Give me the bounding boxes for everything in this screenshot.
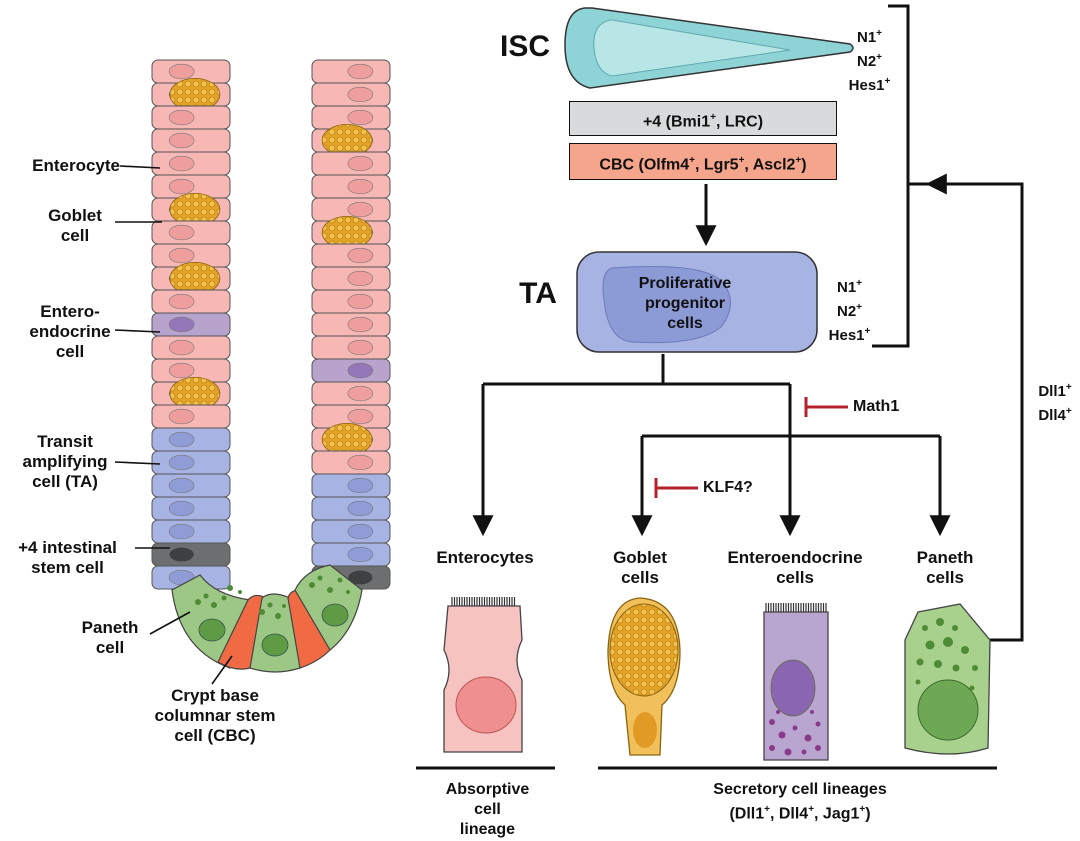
- cell-nucleus: [168, 523, 195, 540]
- cell-nucleus: [168, 362, 195, 379]
- cell-nucleus: [347, 178, 374, 195]
- enterocytes-label: Enterocytes: [436, 548, 534, 567]
- cell-nucleus: [347, 500, 374, 517]
- cell-nucleus: [168, 339, 195, 356]
- cell-nucleus: [168, 155, 195, 172]
- ta-markers: N1+ N2+ Hes1+: [828, 278, 871, 344]
- cell-nucleus: [347, 293, 374, 310]
- isc-markers: N1+ N2+ Hes1+: [848, 28, 891, 94]
- dll-feedback-arrow: [925, 173, 1024, 642]
- crypt-leader-lines: [114, 165, 233, 685]
- cell-nucleus: [168, 293, 195, 310]
- secretory-lineage-label: Secretory cell lineages (Dll1+, Dll4+, J…: [713, 781, 887, 823]
- cell-nucleus: [168, 454, 195, 471]
- enteroendocrine-cell-illustration: [763, 603, 829, 761]
- plus4-box: +4 (Bmi1+, LRC): [569, 101, 837, 136]
- cell-nucleus: [347, 385, 374, 402]
- cell-nucleus: [168, 247, 195, 264]
- ta-label: TA: [519, 277, 557, 310]
- crypt-base: [171, 564, 363, 673]
- cell-nucleus: [347, 86, 374, 103]
- cbc-box: CBC (Olfm4+, Lgr5+, Ascl2+): [569, 143, 837, 180]
- cell-nucleus: [168, 477, 195, 494]
- isc-ta-bracket: [872, 4, 910, 348]
- cell-nucleus: [168, 63, 195, 80]
- paneth-cell-illustration: [904, 603, 991, 755]
- cell-nucleus: [347, 155, 374, 172]
- cell-nucleus: [168, 500, 195, 517]
- cell-nucleus: [347, 63, 374, 80]
- cell-nucleus: [347, 523, 374, 540]
- cell-nucleus: [347, 408, 374, 425]
- lineage-tree: [472, 354, 951, 537]
- cell-nucleus: [168, 178, 195, 195]
- cell-nucleus: [347, 546, 374, 563]
- cell-nucleus: [347, 362, 374, 379]
- cell-nucleus: [347, 477, 374, 494]
- cell-nucleus: [347, 339, 374, 356]
- cell-nucleus: [347, 247, 374, 264]
- dll-feedback-label: Dll1+ Dll4+: [1038, 382, 1072, 424]
- isc-label: ISC: [499, 30, 550, 63]
- klf4-label: KLF4?: [703, 479, 753, 496]
- inhibition-marks: [654, 397, 848, 498]
- cell-nucleus: [347, 109, 374, 126]
- goblet-cell-illustration: [607, 597, 681, 756]
- cell-nucleus: [168, 408, 195, 425]
- crypt-illustration: [151, 59, 391, 673]
- cell-nucleus: [168, 132, 195, 149]
- cell-nucleus: [168, 431, 195, 448]
- cell-nucleus: [168, 224, 195, 241]
- cell-nucleus: [168, 109, 195, 126]
- cell-nucleus: [347, 454, 374, 471]
- cell-nucleus: [347, 270, 374, 287]
- enterocyte-cell-illustration: [443, 597, 523, 753]
- label-enterocyte: Enterocyte: [32, 156, 120, 175]
- math1-label: Math1: [853, 398, 900, 415]
- cell-nucleus: [347, 316, 374, 333]
- cell-nucleus: [347, 569, 374, 586]
- cell-nucleus: [168, 316, 195, 333]
- cell-nucleus: [347, 201, 374, 218]
- cell-nucleus: [168, 546, 195, 563]
